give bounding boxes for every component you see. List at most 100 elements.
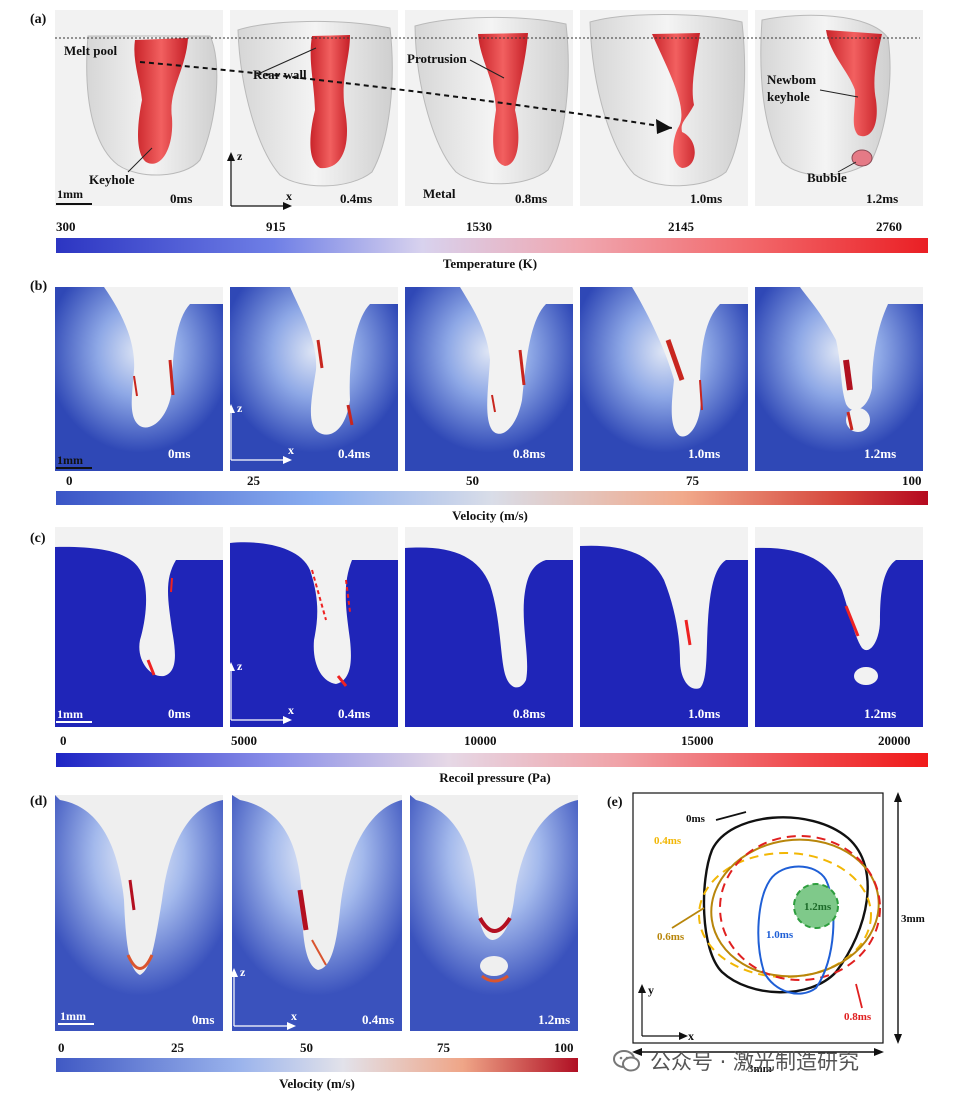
annot-keyhole: Keyhole bbox=[89, 172, 135, 187]
contour-1.0ms bbox=[757, 865, 835, 995]
keyhole-trajectory-arrow bbox=[139, 61, 673, 129]
contour-1.2ms bbox=[793, 883, 839, 929]
contour-label-1.2ms: 1.2ms bbox=[804, 901, 832, 913]
panel-a-tile-3 bbox=[405, 10, 573, 206]
panel-a-axes: z x bbox=[227, 149, 292, 210]
panel-c-axes: z x bbox=[227, 659, 294, 724]
panel-d-axis-z: z bbox=[240, 965, 246, 979]
watermark-text: 公众号 · 激光制造研究 bbox=[650, 1050, 860, 1074]
colorbar-d-tick-5: 100 bbox=[554, 1040, 574, 1055]
colorbar-a-tick-4: 2145 bbox=[668, 219, 695, 234]
svg-text:1mm: 1mm bbox=[57, 453, 83, 467]
svg-text:1mm: 1mm bbox=[57, 707, 83, 721]
panel-b-tile-1 bbox=[55, 287, 223, 471]
panel-a-time-1: 0ms bbox=[170, 191, 192, 206]
panel-e-axis-x: x bbox=[688, 1029, 694, 1043]
contour-0.8ms bbox=[719, 835, 881, 981]
panel-b-axis-x: x bbox=[288, 443, 294, 457]
trajectory-arrowhead bbox=[656, 119, 672, 134]
panel-d-tile-3 bbox=[410, 795, 578, 1031]
panel-b: (b) bbox=[30, 279, 928, 523]
panel-c-time-3: 0.8ms bbox=[513, 706, 545, 721]
contour-label-0ms: 0ms bbox=[686, 813, 706, 825]
panel-a-time-2: 0.4ms bbox=[340, 191, 372, 206]
panel-c-tile-1 bbox=[55, 527, 223, 727]
panel-c: (c) 1mm bbox=[30, 527, 928, 785]
panel-e: (e) 0ms 0.4ms 0.6ms 0.8ms 1.0ms 1.2ms 3m… bbox=[607, 792, 925, 1075]
colorbar-c-tick-1: 0 bbox=[60, 733, 67, 748]
panel-a-label: (a) bbox=[30, 12, 47, 27]
panel-c-time-4: 1.0ms bbox=[688, 706, 720, 721]
colorbar-c-tick-5: 20000 bbox=[878, 733, 911, 748]
colorbar-a-tick-5: 2760 bbox=[876, 219, 902, 234]
colorbar-c-tick-2: 5000 bbox=[231, 733, 257, 748]
panel-c-tile-3 bbox=[405, 527, 573, 727]
panel-a-scale-bar: 1mm bbox=[56, 187, 92, 205]
panel-d-time-3: 1.2ms bbox=[538, 1012, 570, 1027]
panel-a-colorbar: 300 915 1530 2145 2760 Temperature (K) bbox=[56, 219, 928, 271]
panel-a-tile-2 bbox=[230, 10, 398, 206]
panel-b-scale-bar: 1mm bbox=[56, 453, 92, 469]
panel-b-times: 0ms 0.4ms 0.8ms 1.0ms 1.2ms bbox=[168, 446, 896, 461]
colorbar-c-tick-3: 10000 bbox=[464, 733, 497, 748]
panel-c-colorbar: 0 5000 10000 15000 20000 Recoil pressure… bbox=[56, 733, 928, 785]
colorbar-d-tick-4: 75 bbox=[437, 1040, 451, 1055]
panel-b-time-2: 0.4ms bbox=[338, 446, 370, 461]
panel-a: (a) bbox=[30, 10, 928, 271]
colorbar-d-title: Velocity (m/s) bbox=[279, 1076, 355, 1091]
contour-label-1.0ms: 1.0ms bbox=[766, 929, 794, 941]
panel-a-time-5: 1.2ms bbox=[866, 191, 898, 206]
colorbar-b-tick-3: 50 bbox=[466, 473, 479, 488]
panel-d-label: (d) bbox=[30, 794, 47, 809]
panel-a-time-3: 0.8ms bbox=[515, 191, 547, 206]
svg-text:1mm: 1mm bbox=[57, 187, 83, 201]
colorbar-b-tick-1: 0 bbox=[66, 473, 73, 488]
panel-b-tile-4 bbox=[580, 287, 748, 471]
watermark: 公众号 · 激光制造研究 bbox=[612, 1044, 859, 1078]
panel-e-label: (e) bbox=[607, 795, 623, 810]
panel-b-label: (b) bbox=[30, 279, 47, 294]
panel-b-tile-2 bbox=[230, 287, 398, 471]
svg-text:1mm: 1mm bbox=[60, 1009, 86, 1023]
panel-a-tile-1 bbox=[55, 10, 223, 206]
annot-rear-wall: Rear wall bbox=[253, 67, 307, 82]
panel-c-axis-x: x bbox=[288, 703, 294, 717]
annot-protrusion: Protrusion bbox=[407, 51, 467, 66]
panel-a-times: 0ms 0.4ms 0.8ms 1.0ms 1.2ms bbox=[170, 191, 898, 206]
colorbar-d-tick-1: 0 bbox=[58, 1040, 65, 1055]
panel-b-tile-3 bbox=[405, 287, 573, 471]
annot-melt-pool: Melt pool bbox=[64, 43, 117, 58]
colorbar-c-title: Recoil pressure (Pa) bbox=[439, 770, 550, 785]
panel-d-axes: z x bbox=[230, 965, 297, 1030]
panel-c-label: (c) bbox=[30, 531, 46, 546]
colorbar-a-tick-2: 915 bbox=[266, 219, 286, 234]
panel-c-scale-bar: 1mm bbox=[56, 707, 92, 723]
contour-label-0.6ms: 0.6ms bbox=[657, 931, 685, 943]
panel-c-time-2: 0.4ms bbox=[338, 706, 370, 721]
annot-newborn-1: Newbom bbox=[767, 72, 816, 87]
panel-a-axis-z: z bbox=[237, 149, 243, 163]
panel-c-tile-5 bbox=[755, 527, 923, 727]
panel-b-time-4: 1.0ms bbox=[688, 446, 720, 461]
colorbar-d-tick-3: 50 bbox=[300, 1040, 313, 1055]
panel-d-tile-2 bbox=[232, 795, 402, 1031]
panel-b-colorbar: 0 25 50 75 100 Velocity (m/s) bbox=[56, 473, 928, 523]
panel-e-axes: y x bbox=[638, 983, 694, 1043]
contour-0.4ms bbox=[698, 852, 872, 978]
colorbar-b-tick-5: 100 bbox=[902, 473, 922, 488]
panel-d-tile-1 bbox=[55, 795, 223, 1031]
panel-a-axis-x: x bbox=[286, 189, 292, 203]
contour-label-0.4ms: 0.4ms bbox=[654, 835, 682, 847]
colorbar-d-tick-2: 25 bbox=[171, 1040, 185, 1055]
panel-e-axis-y: y bbox=[648, 983, 654, 997]
panel-d-axis-x: x bbox=[291, 1009, 297, 1023]
contour-dimension-vertical: 3mm bbox=[894, 792, 925, 1044]
panel-b-tile-5 bbox=[755, 287, 923, 471]
panel-a-time-4: 1.0ms bbox=[690, 191, 722, 206]
panel-c-times: 0ms 0.4ms 0.8ms 1.0ms 1.2ms bbox=[168, 706, 896, 721]
panel-c-tile-2 bbox=[230, 527, 398, 727]
annot-newborn-2: keyhole bbox=[767, 89, 810, 104]
colorbar-b-tick-2: 25 bbox=[247, 473, 261, 488]
annot-metal: Metal bbox=[423, 186, 456, 201]
